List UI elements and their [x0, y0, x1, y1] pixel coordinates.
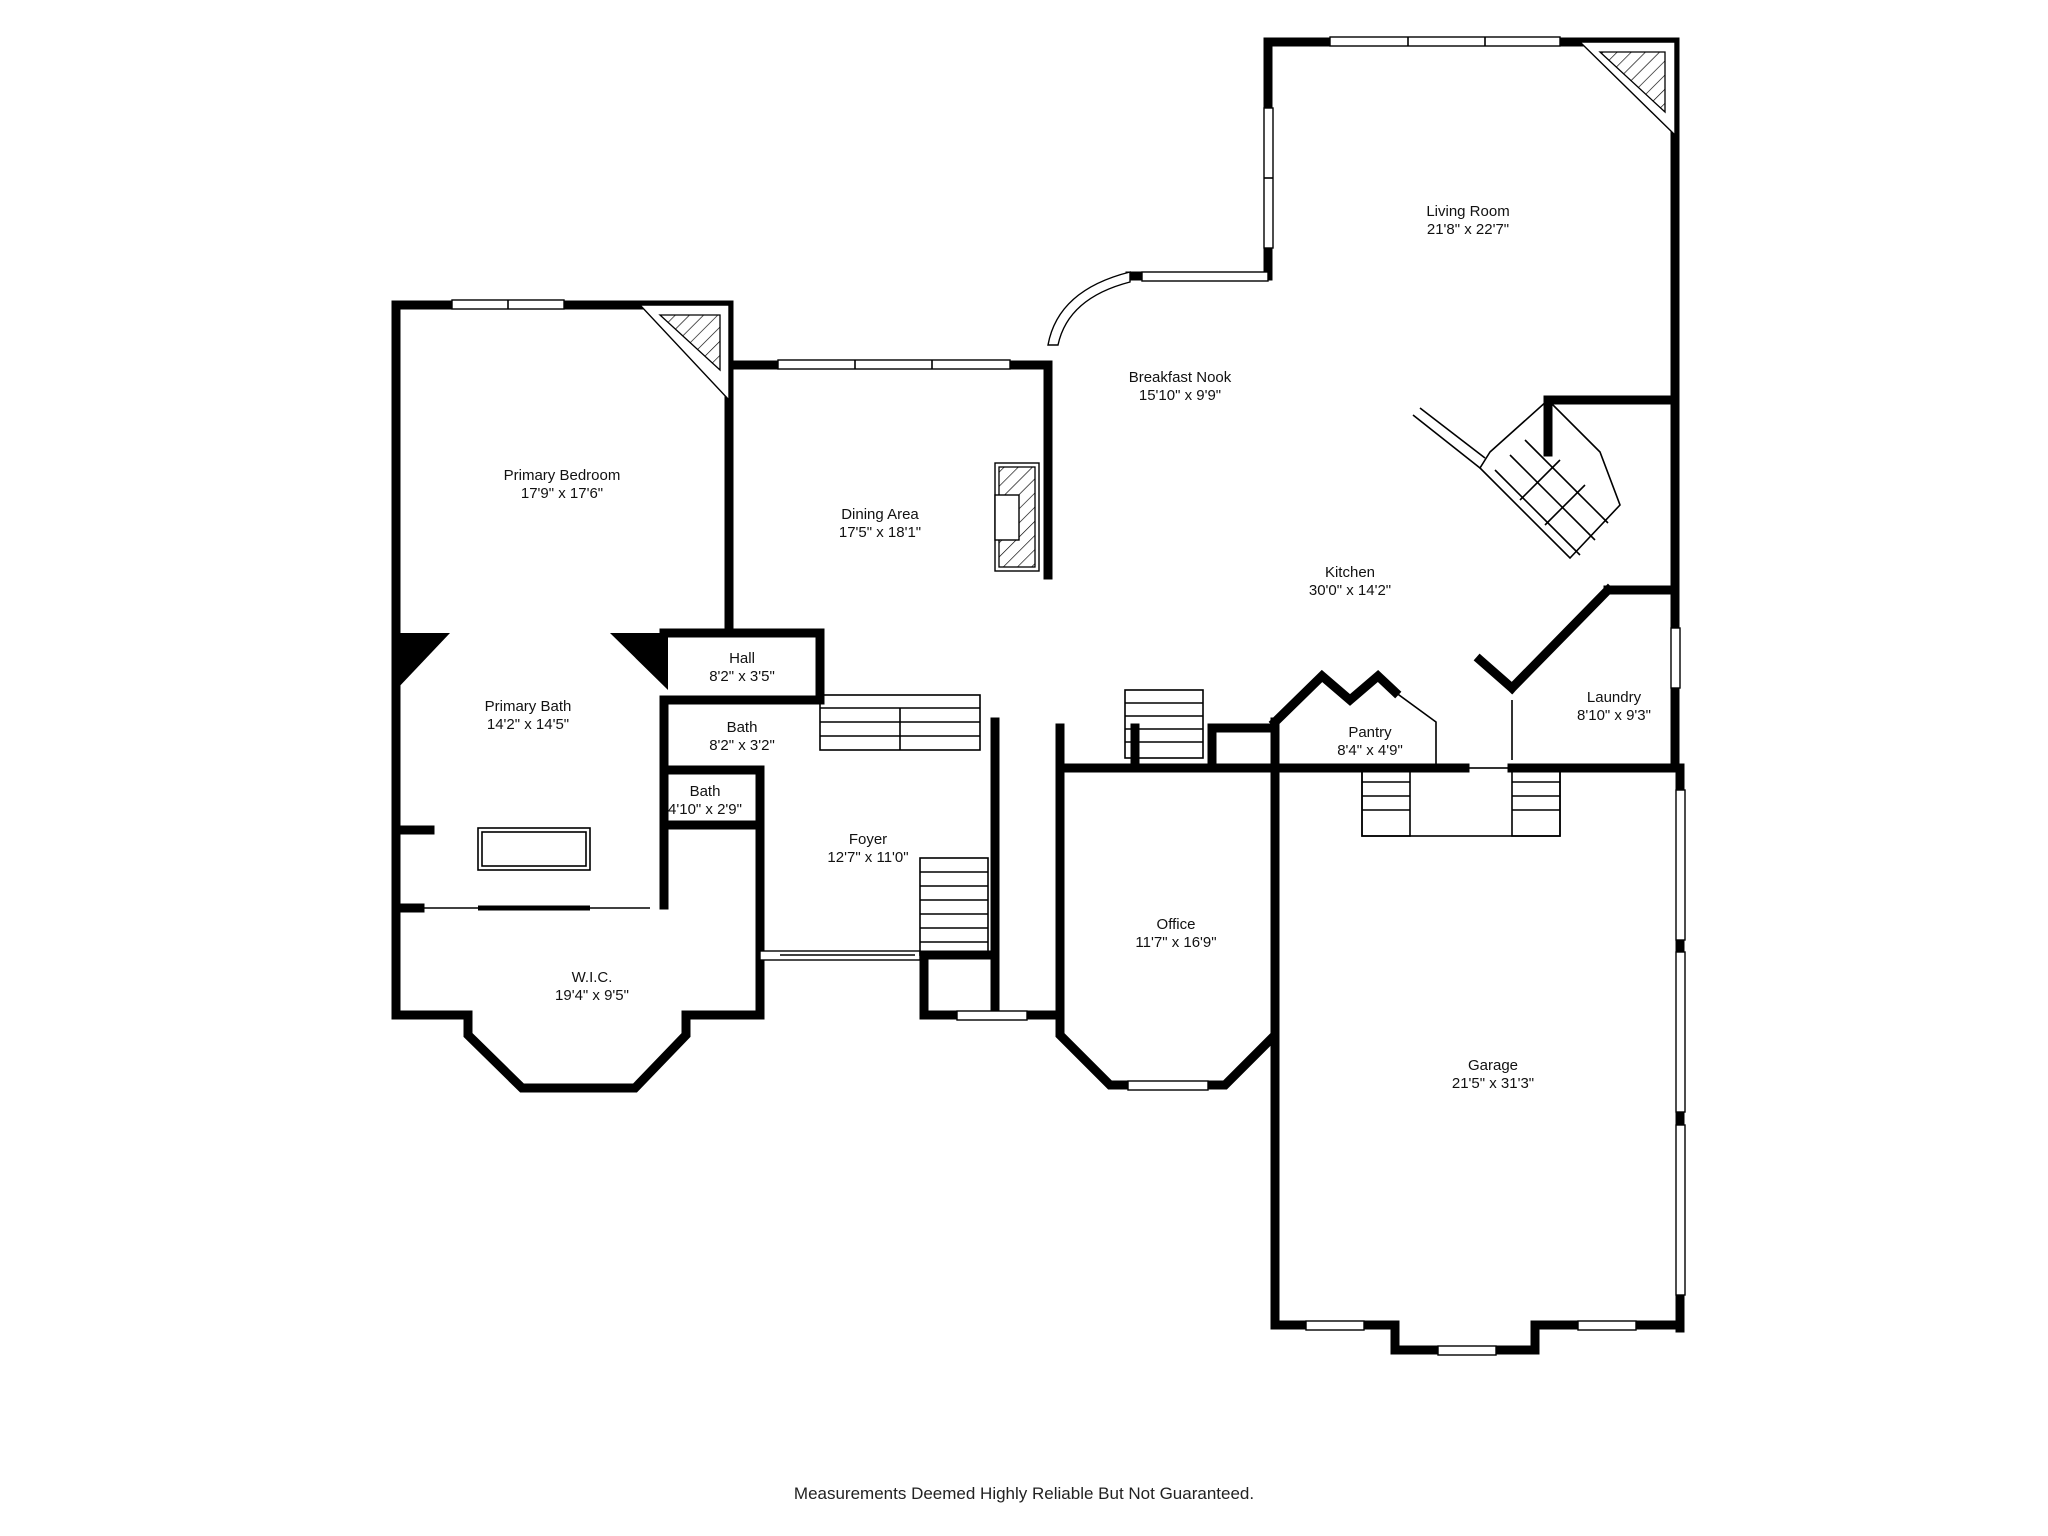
- wall-wic: [391, 1010, 765, 1093]
- room-dims: 8'2" x 3'2": [709, 737, 775, 754]
- room-name: Bath: [690, 783, 721, 800]
- walls: [391, 37, 1685, 1355]
- disclaimer: Measurements Deemed Highly Reliable But …: [793, 1484, 1255, 1503]
- room-name: Kitchen: [1325, 564, 1375, 581]
- room-dims: 11'7" x 16'9": [1135, 934, 1216, 951]
- room-name: Bath: [727, 719, 758, 736]
- wall-primary-bath: [391, 630, 765, 1020]
- bath-corner-right: [610, 633, 668, 690]
- room-name: Pantry: [1348, 724, 1392, 741]
- room-name: Hall: [729, 650, 755, 667]
- door-lines: [663, 640, 1513, 956]
- room-dims: 15'10" x 9'9": [1139, 387, 1221, 404]
- room-dims: 14'2" x 14'5": [487, 716, 569, 733]
- room-name: W.I.C.: [572, 969, 613, 986]
- bath-corner-left: [392, 633, 450, 690]
- room-dims: 8'10" x 9'3": [1577, 707, 1651, 724]
- room-name: Primary Bath: [485, 698, 572, 715]
- room-dims: 8'4" x 4'9": [1337, 742, 1403, 759]
- room-name: Garage: [1468, 1057, 1518, 1074]
- bathtub: [477, 827, 591, 871]
- wall-office: [1055, 763, 1280, 1090]
- wall-laundry-diag: [1473, 583, 1615, 695]
- room-dims: 30'0" x 14'2": [1309, 582, 1391, 599]
- windows: [451, 36, 1686, 1356]
- fireplaces: [638, 41, 1676, 572]
- room-dims: 17'5" x 18'1": [839, 524, 921, 541]
- room-dims: 21'5" x 31'3": [1452, 1075, 1534, 1092]
- room-dims: 17'9" x 17'6": [521, 485, 603, 502]
- room-dims: 4'10" x 2'9": [668, 801, 742, 818]
- room-name: Primary Bedroom: [504, 467, 621, 484]
- stairs: [819, 398, 1621, 956]
- room-name: Dining Area: [841, 506, 919, 523]
- room-dims: 8'2" x 3'5": [709, 668, 775, 685]
- room-dims: 19'4" x 9'5": [555, 987, 629, 1004]
- wall-pantry: [1268, 669, 1402, 729]
- room-name: Foyer: [849, 831, 887, 848]
- room-labels: Living Room 21'8" x 22'7" Breakfast Nook…: [485, 203, 1651, 1092]
- room-name: Office: [1157, 916, 1196, 933]
- room-name: Living Room: [1426, 203, 1509, 220]
- room-name: Breakfast Nook: [1129, 369, 1232, 386]
- wall-kitchen-stair: [1543, 395, 1680, 595]
- room-dims: 12'7" x 11'0": [827, 849, 908, 866]
- room-dims: 21'8" x 22'7": [1427, 221, 1509, 238]
- room-name: Laundry: [1587, 689, 1642, 706]
